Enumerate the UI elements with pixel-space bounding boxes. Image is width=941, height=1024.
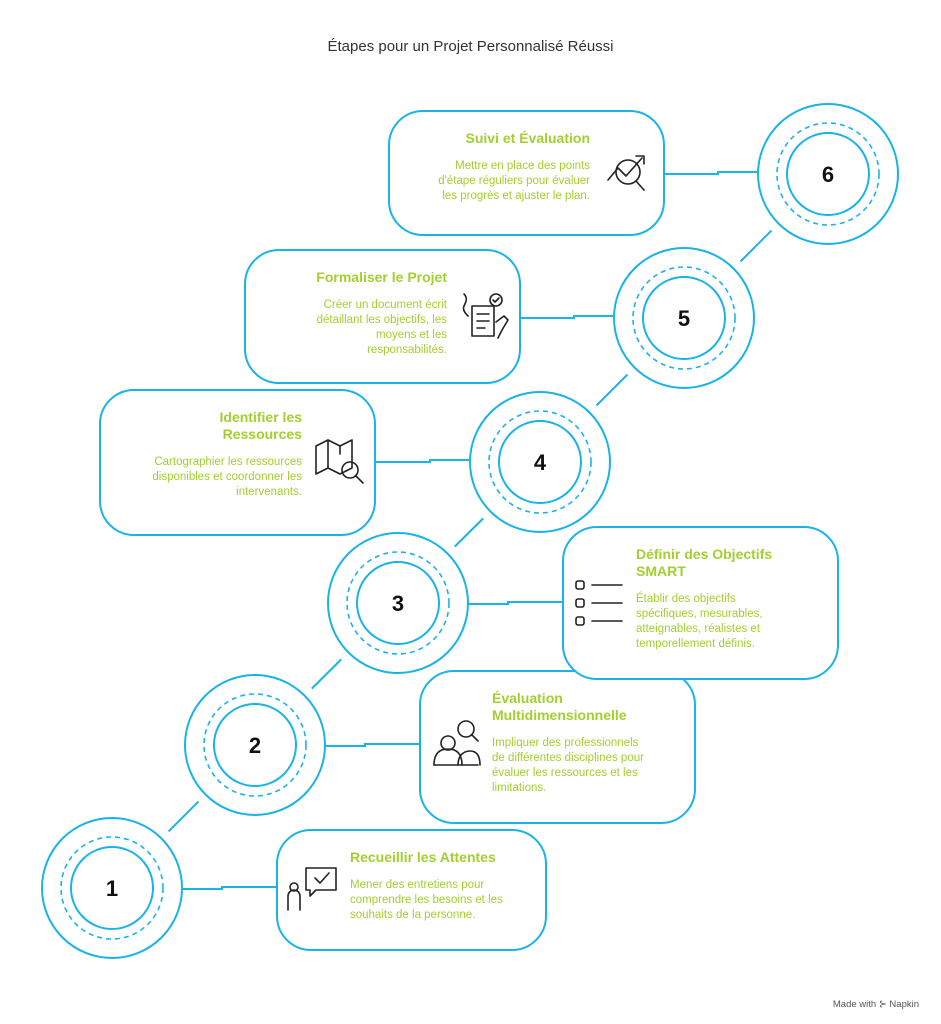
step-inner-ring <box>213 703 297 787</box>
card-connector <box>375 459 470 463</box>
card-connector <box>468 601 563 605</box>
step-inner-ring <box>70 846 154 930</box>
step-dashed-ring <box>488 410 592 514</box>
step-desc-line: Impliquer des professionnels <box>492 737 639 749</box>
step-outer-ring <box>613 247 755 389</box>
step-title-line: Ressources <box>223 426 303 442</box>
step-title-line: Recueillir les Attentes <box>350 849 496 865</box>
map-search-icon <box>315 439 364 484</box>
step-dashed-ring <box>632 266 736 370</box>
step-dashed-ring <box>346 551 450 655</box>
step-connector-5 <box>739 229 773 263</box>
step-outer-ring <box>757 103 899 245</box>
step-connector-3 <box>454 517 484 548</box>
step-desc-line: les progrès et ajuster le plan. <box>442 190 590 202</box>
step-desc-line: temporellement définis. <box>636 638 755 650</box>
person-chat-check-icon <box>287 867 337 911</box>
step-card <box>244 249 521 384</box>
step-desc-line: limitations. <box>492 782 546 794</box>
step-number: 3 <box>392 591 404 616</box>
step-desc-line: comprendre les besoins et les <box>350 894 503 906</box>
napkin-credit: Made with ⊱ Napkin <box>832 999 919 1010</box>
step-title-line: Formaliser le Projet <box>316 269 447 285</box>
step-desc-line: atteignables, réalistes et <box>636 623 761 635</box>
page-title: Étapes pour un Projet Personnalisé Réuss… <box>327 38 614 55</box>
card-connector <box>182 886 277 890</box>
step-desc-line: détaillant les objectifs, les <box>317 314 448 326</box>
step-number: 6 <box>822 162 834 187</box>
step-connector-4 <box>595 373 629 407</box>
step-desc-line: disponibles et coordonner les <box>152 471 302 483</box>
step-inner-ring <box>642 276 726 360</box>
step-card <box>419 670 696 824</box>
step-desc-line: spécifiques, mesurables, <box>636 608 763 620</box>
step-connector-2 <box>311 658 342 690</box>
step-title-line: Suivi et Évaluation <box>466 130 590 146</box>
step-card <box>276 829 547 951</box>
card-connector <box>325 743 420 747</box>
step-title-line: Évaluation <box>492 690 563 706</box>
step-connector-1 <box>167 800 200 833</box>
step-desc-line: d'étape réguliers pour évaluer <box>438 175 590 187</box>
step-desc-line: évaluer les ressources et les <box>492 767 638 779</box>
step-title-line: Identifier les <box>220 409 303 425</box>
checklist-icon <box>575 580 623 626</box>
step-number: 2 <box>249 733 261 758</box>
step-desc-line: Cartographier les ressources <box>154 456 302 468</box>
step-number: 1 <box>106 876 118 901</box>
step-desc-line: Créer un document écrit <box>324 299 448 311</box>
step-inner-ring <box>356 561 440 645</box>
step-desc-line: intervenants. <box>236 486 302 498</box>
step-inner-ring <box>786 132 870 216</box>
people-search-icon <box>433 720 481 766</box>
step-desc-line: responsabilités. <box>367 344 447 356</box>
step-dashed-ring <box>203 693 307 797</box>
document-sign-icon <box>462 293 509 339</box>
step-desc-line: Mener des entretiens pour <box>350 879 484 891</box>
step-title-line: Définir des Objectifs <box>636 546 772 562</box>
step-dashed-ring <box>776 122 880 226</box>
step-number: 4 <box>534 450 547 475</box>
card-connector <box>664 171 758 175</box>
step-desc-line: Mettre en place des points <box>455 160 590 172</box>
step-title-line: Multidimensionnelle <box>492 707 627 723</box>
step-desc-line: Établir des objectifs <box>636 592 736 605</box>
card-connector <box>520 315 614 319</box>
step-dashed-ring <box>60 836 164 940</box>
step-outer-ring <box>469 391 611 533</box>
step-number: 5 <box>678 306 690 331</box>
trend-search-icon <box>607 155 645 191</box>
step-inner-ring <box>498 420 582 504</box>
step-desc-line: de différentes disciplines pour <box>492 752 644 764</box>
step-desc-line: moyens et les <box>376 329 447 341</box>
step-2: 2 ÉvaluationMultidimensionnelleImpliquer … <box>184 670 696 824</box>
step-title-line: SMART <box>636 563 686 579</box>
step-desc-line: souhaits de la personne. <box>350 909 475 921</box>
